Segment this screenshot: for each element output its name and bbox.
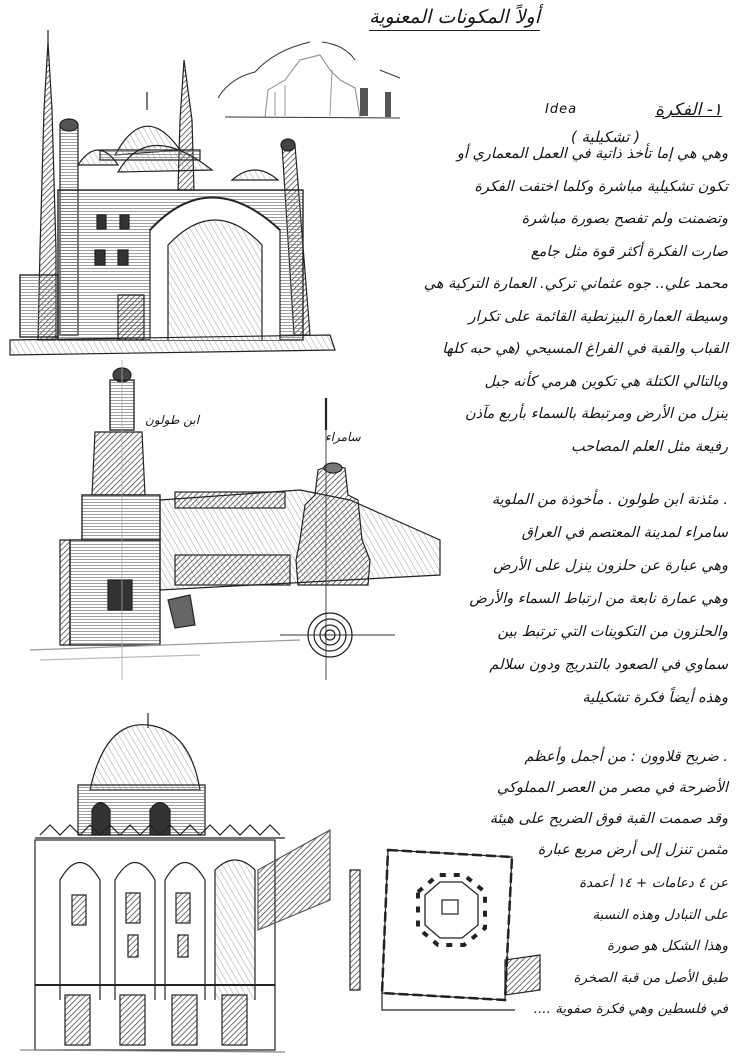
text-line: وسيطة العمارة البيزنطية القائمة على تكرا… (468, 308, 728, 325)
text-line: رفيعة مثل العلم المصاحب (571, 438, 728, 455)
text-line: ينزل من الأرض ومرتبطة بالسماء بأربع مآذن (464, 406, 728, 422)
text-line: وهي هي إما تأخذ ذاتية في العمل المعماري … (456, 146, 728, 162)
paragraph-qalawun: . ضريح قلاوون : من أجمل وأعظم الأضرحة في… (378, 742, 728, 866)
section-subheading: ( تشكيلية ) (570, 128, 640, 146)
text-line: وهي عمارة نابعة من ارتباط السماء والأرض (469, 591, 728, 607)
section-heading-en: Idea (545, 102, 578, 117)
samarra-spiral-plan (280, 398, 395, 680)
text-line: في فلسطين وهي فكرة صفوية .... (533, 1001, 728, 1017)
text-line: صارت الفكرة أكثر قوة مثل جامع (530, 243, 728, 260)
paragraph-ibn-tulun: . مئذنة ابن طولون . مأخوذة من الملوية سا… (388, 484, 728, 715)
mountain-massing-sketch (217, 41, 401, 119)
sketch-label-ibn-tulun: ابن طولون (145, 413, 200, 427)
text-line: مثمن تنزل إلى أرض مربع عبارة (537, 842, 728, 858)
text-line: محمد علي.. جوه عثماني تركي. العمارة التر… (423, 276, 728, 292)
muhammad-ali-mosque-sketch (9, 30, 336, 356)
text-line: على التبادل وهذه النسبة (592, 906, 728, 923)
text-line: تكون تشكيلية مباشرة وكلما اختفت الفكرة (474, 178, 728, 195)
section-heading: ١- الفكرة (655, 100, 722, 120)
text-line: وهذا الشكل هو صورة (606, 938, 728, 954)
text-line: وهذه أيضاً فكرة تشكيلية (582, 690, 728, 706)
paragraph-qalawun-plan: عن ٤ دعامات + ١٤ أعمدة على التبادل وهذه … (533, 868, 728, 1026)
section-heading-text: ١- الفكرة (655, 100, 722, 120)
text-line: الأضرحة في مصر من العصر المملوكي (496, 780, 728, 796)
text-line: عن ٤ دعامات + ١٤ أعمدة (579, 875, 728, 891)
paragraph-muhammad-ali: وهي هي إما تأخذ ذاتية في العمل المعماري … (388, 138, 728, 463)
text-line: . ضريح قلاوون : من أجمل وأعظم (524, 749, 728, 765)
text-line: طبق الأصل من قبة الصخرة (573, 969, 728, 986)
text-line: . مئذنة ابن طولون . مأخوذة من الملوية (491, 492, 728, 508)
text-line: والحلزون من التكوينات التي ترتبط بين (497, 624, 728, 640)
page-title: أولاً المكونات المعنوية (369, 6, 540, 31)
qalawun-octagon-plan (349, 848, 541, 1011)
ibn-tulun-minaret-sketch (29, 360, 441, 680)
text-line: سامراء لمدينة المعتصم في العراق (521, 525, 728, 541)
text-line: وبالتالي الكتلة هي تكوين هرمي كأنه جبل (484, 373, 728, 390)
text-line: وقد صممت القبة فوق الضريح على هيئة (489, 811, 728, 827)
sketch-label-samarra: سامراء (325, 430, 361, 444)
qalawun-mausoleum-elevation (19, 713, 331, 1053)
text-line: وهي عبارة عن حلزون ينزل على الأرض (493, 558, 728, 574)
text-line: وتضمنت ولم تفصح بصورة مباشرة (521, 211, 728, 227)
text-line: القباب والقبة في الفراغ المسيحي (هي حبه … (442, 341, 728, 357)
text-line: سماوي في الصعود بالتدريج ودون سلالم (489, 657, 728, 673)
